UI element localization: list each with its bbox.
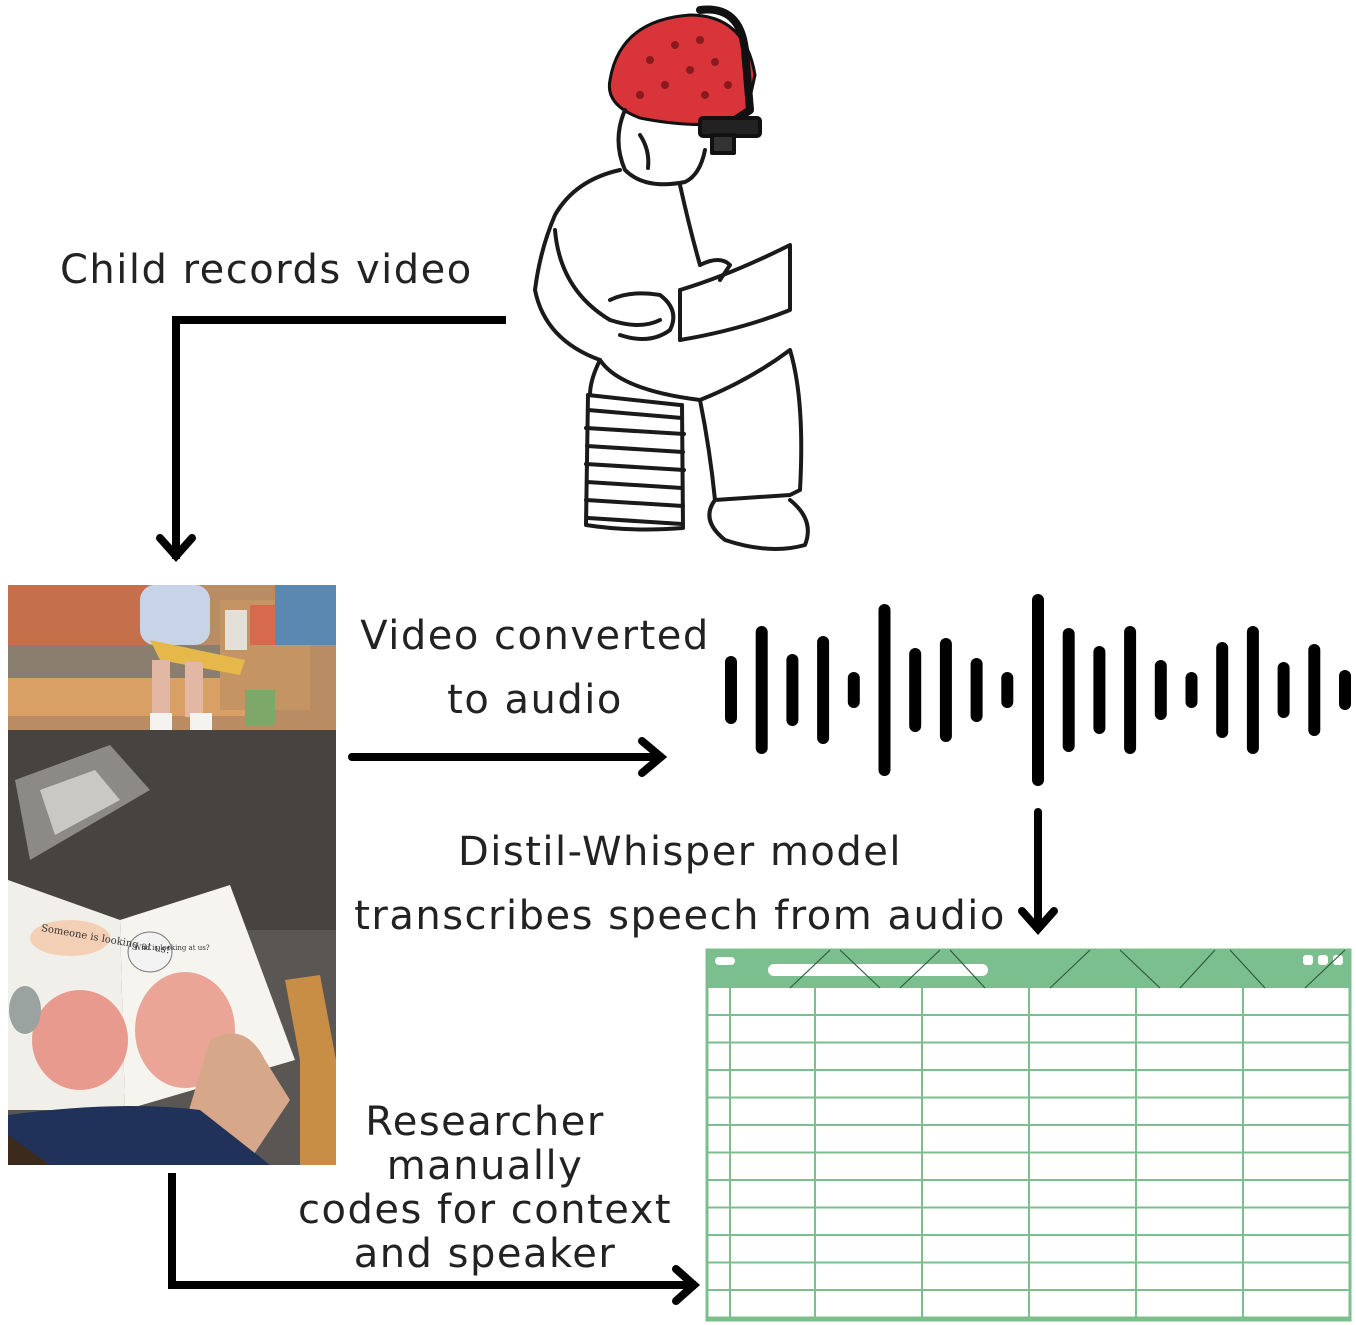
- child-reading-illustration: [533, 5, 810, 551]
- label-researcher-line-2: manually: [386, 1143, 584, 1189]
- arrow-audio-to-sheet: [1018, 808, 1058, 936]
- waveform-icon: [725, 594, 1351, 786]
- label-video-converted-line-1: Video converted: [360, 613, 710, 659]
- arrow-video-to-audio: [348, 737, 668, 777]
- label-distil-whisper-line-1: Distil-Whisper model: [457, 829, 903, 875]
- helmet-icon: [607, 13, 757, 127]
- arrow-video-to-sheet: [168, 1173, 701, 1305]
- label-child-records-video: Child records video: [60, 247, 473, 293]
- label-researcher-line-4: and speaker: [353, 1231, 617, 1277]
- label-researcher-line-3: codes for context: [298, 1187, 672, 1233]
- label-researcher-codes: Researcher manually codes for context an…: [285, 1100, 685, 1276]
- label-video-converted-line-2: to audio: [447, 677, 623, 723]
- label-distil-whisper-line-2: transcribes speech from audio: [354, 893, 1006, 939]
- arrow-child-to-video: [156, 316, 506, 563]
- speech-bubble-right: Who is looking at us?: [134, 944, 210, 952]
- book-photo: Someone is looking at us! Who is looking…: [8, 585, 336, 1165]
- label-distil-whisper: Distil-Whisper model transcribes speech …: [340, 830, 1020, 938]
- spreadsheet-icon: [705, 948, 1352, 1322]
- label-researcher-line-1: Researcher: [365, 1099, 605, 1145]
- label-video-converted: Video converted to audio: [350, 614, 720, 722]
